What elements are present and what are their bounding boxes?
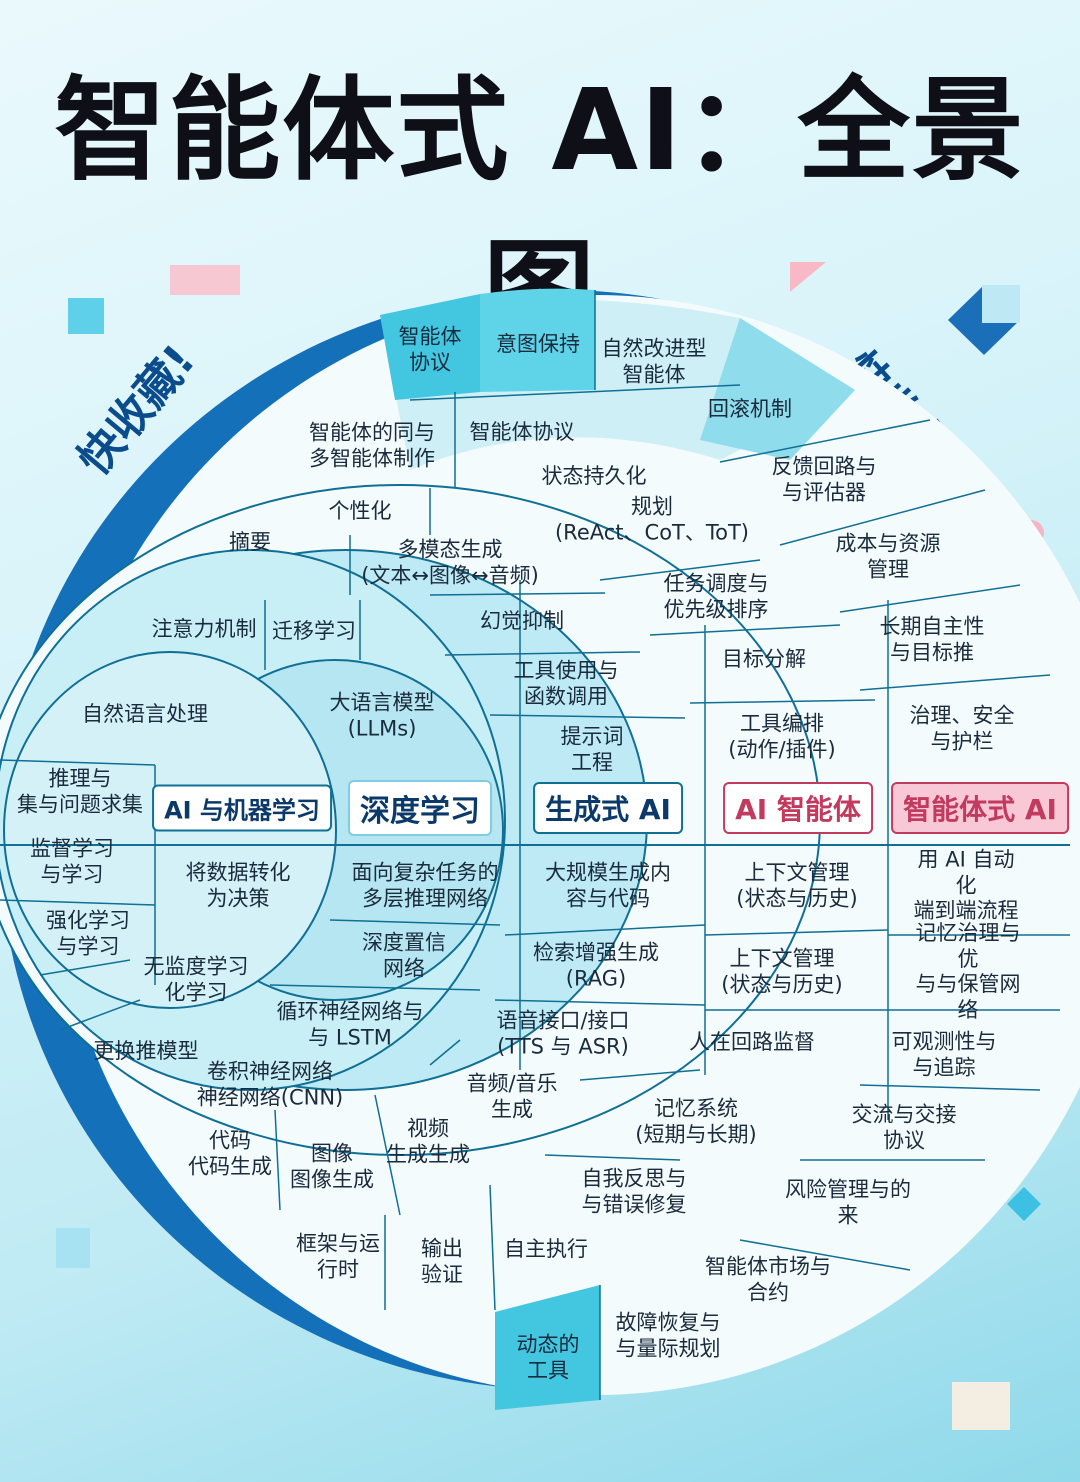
dl-belief: 深度置信 网络 xyxy=(362,930,446,980)
ml-nlp: 自然语言处理 xyxy=(82,702,208,727)
category-deep-learning: 深度学习 xyxy=(348,780,492,836)
bottom-band-dyntools xyxy=(495,1285,600,1410)
decor-square-1 xyxy=(68,298,104,334)
top-band-rollback xyxy=(700,318,855,460)
ml-supervised: 监督学习 与学习 xyxy=(30,836,114,886)
gen-image: 图像 图像生成 xyxy=(290,1141,374,1191)
agentic-governance: 治理、安全 与护栏 xyxy=(909,703,1015,753)
gen-audio: 音频/音乐 生成 xyxy=(466,1071,558,1121)
ml-data-decision: 将数据转化 为决策 xyxy=(185,860,291,910)
gen-hallucination: 幻觉抑制 xyxy=(480,609,564,634)
category-generative-ai: 生成式 AI xyxy=(533,782,683,834)
ml-rl: 强化学习 与学习 xyxy=(46,908,130,958)
gen-largescale: 大规模生成内 容与代码 xyxy=(545,860,671,910)
dl-rnn: 循环神经网络与 与 LSTM xyxy=(276,999,424,1049)
agentic-intent: 意图保持 xyxy=(496,332,580,357)
gen-personal: 个性化 xyxy=(328,499,392,524)
gen-rag: 检索增强生成 (RAG) xyxy=(533,940,659,990)
top-band-intent xyxy=(480,288,595,392)
agentic-rollback: 回滚机制 xyxy=(708,397,792,422)
ml-unsupervised: 无监度学习 化学习 xyxy=(143,954,249,1004)
dl-transfer: 迁移学习 xyxy=(272,619,356,644)
gen-tool-use: 工具使用与 函数调用 xyxy=(513,658,619,708)
agent-toolorch: 工具编排 (动作/插件) xyxy=(728,711,836,761)
ml-swap: 更换推模型 xyxy=(93,1039,199,1064)
agent-state: 状态持久化 xyxy=(541,464,647,489)
decor-square-2 xyxy=(170,265,240,295)
gen-video: 视频 生成生成 xyxy=(386,1116,470,1166)
category-ai-agent: AI 智能体 xyxy=(723,782,873,834)
agentic-selfimprove: 自然改进型 智能体 xyxy=(601,336,707,386)
top-band-protocol xyxy=(380,294,480,400)
decor-square-5 xyxy=(982,285,1020,323)
agentic-recovery: 故障恢复与 与量际规划 xyxy=(615,1310,721,1360)
agentic-longterm: 长期自主性 与目标推 xyxy=(879,614,985,664)
agentic-memgov: 记忆治理与优 与与保管网络 xyxy=(915,920,1021,1022)
gen-multimodal: 多模态生成 (文本↔图像↔音频) xyxy=(361,537,539,587)
agent-ctx1: 上下文管理 (状态与历史) xyxy=(736,860,858,910)
dl-layers: 面向复杂任务的 多层推理网络 xyxy=(351,860,499,910)
decor-square-6 xyxy=(56,1228,90,1268)
cell-lines xyxy=(0,290,1070,1400)
agentic-cost: 成本与资源 管理 xyxy=(835,531,941,581)
gen-code: 代码 代码生成 xyxy=(188,1128,272,1178)
gen-prompt: 提示词 工程 xyxy=(560,724,624,774)
decor-square-7 xyxy=(952,1382,1010,1430)
agent-selfreflect: 自我反思与 与错误修复 xyxy=(581,1166,687,1216)
ml-reasoning: 推理与 集与问题求集 xyxy=(17,766,143,816)
category-agentic-ai: 智能体式 AI xyxy=(891,782,1069,834)
agentic-automate: 用 AI 自动化 端到端流程 xyxy=(913,847,1019,923)
agentic-exchange: 交流与交接 协议 xyxy=(851,1102,957,1152)
agent-decomp: 目标分解 xyxy=(722,647,806,672)
agentic-observe: 可观测性与 与追踪 xyxy=(891,1029,997,1079)
agent-runtime: 框架与运 行时 xyxy=(296,1231,380,1281)
agent-priority: 任务调度与 优先级排序 xyxy=(663,571,769,621)
agentic-protocol: 智能体 协议 xyxy=(398,324,462,374)
agent-dyntools: 动态的 工具 xyxy=(516,1332,580,1382)
agent-hitl: 人在回路监督 xyxy=(689,1030,815,1055)
agent-autoexec: 自主执行 xyxy=(504,1237,588,1262)
agent-planning: 规划 (ReAct、CoT、ToT) xyxy=(554,494,750,544)
gen-summary: 摘要 xyxy=(229,530,271,555)
agent-coop: 智能体的同与 多智能体制作 xyxy=(309,420,435,470)
agentic-market: 智能体市场与 合约 xyxy=(705,1254,831,1304)
dl-attention: 注意力机制 xyxy=(151,617,257,642)
category-ml: AI 与机器学习 xyxy=(152,784,332,832)
dl-llms: 大语言模型 (LLMs) xyxy=(329,690,435,740)
agent-verify: 输出 验证 xyxy=(421,1236,463,1286)
agent-ctx2: 上下文管理 (状态与历史) xyxy=(721,946,843,996)
agent-collab: 智能体协议 xyxy=(469,420,575,445)
gen-speech: 语音接口/接口 (TTS 与 ASR) xyxy=(496,1008,630,1058)
agent-memory: 记忆系统 (短期与长期) xyxy=(635,1096,757,1146)
agentic-risk: 风险管理与的 来 xyxy=(785,1177,911,1227)
agentic-feedback: 反馈回路与 与评估器 xyxy=(771,454,877,504)
dl-cnn: 卷积神经网络 神经网络(CNN) xyxy=(196,1059,344,1109)
